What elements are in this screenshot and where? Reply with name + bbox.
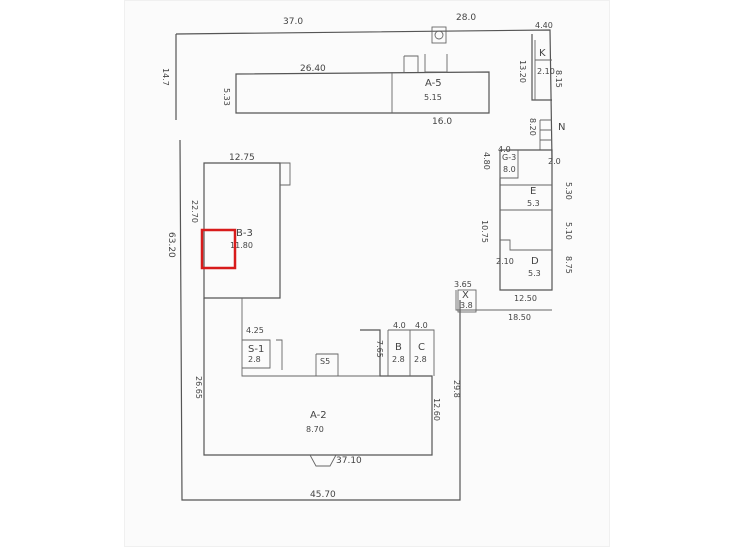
dim-r-small: 3.65	[454, 280, 472, 289]
dim-r-side-d: 8.75	[564, 256, 573, 274]
dim-mid-a: 4.0	[393, 321, 406, 330]
room-e-name: E	[530, 186, 536, 197]
corridor-inner	[241, 298, 380, 377]
dim-small-top: 4.25	[246, 326, 264, 335]
dim-right-small: 2.0	[548, 157, 561, 166]
room-n-name: N	[558, 122, 565, 133]
room-b-size: 2.8	[392, 355, 405, 364]
dim-r-bottom: 12.50	[514, 294, 537, 303]
a5-bump	[403, 54, 448, 73]
room-k-name: K	[539, 48, 546, 59]
dim-mid-side: 7.65	[375, 340, 384, 358]
g3-room	[499, 150, 519, 179]
top-fixture	[431, 26, 447, 44]
room-a2-name: A-2	[310, 410, 327, 421]
dim-r-base: 18.50	[508, 313, 531, 322]
outer-wall-top	[175, 29, 553, 161]
room-s1-size: 2.8	[248, 355, 261, 364]
room-x-name: X	[462, 290, 469, 301]
room-k-size: 2.10	[537, 67, 555, 76]
room-b-name: B	[395, 342, 402, 353]
room-d-size: 5.3	[528, 269, 541, 278]
dim-b3-height: 22.70	[190, 200, 199, 223]
room-x-size: 3.8	[460, 301, 473, 310]
dim-left-outer: 63.20	[166, 232, 176, 258]
b3-room	[203, 162, 281, 299]
dim-r-top-a: 4.80	[482, 152, 491, 170]
e-room	[500, 184, 552, 211]
dim-right-low: 29.8	[452, 380, 461, 398]
room-s1-name: S-1	[248, 344, 264, 355]
dim-block-left: 5.33	[222, 88, 231, 106]
room-e-size: 5.3	[527, 199, 540, 208]
sketch-paper	[124, 0, 610, 547]
dim-top-right: 28.0	[456, 13, 476, 23]
dim-block-bottom: 16.0	[432, 117, 452, 127]
stair-marks	[539, 119, 552, 150]
dim-r-side-a: 5.30	[564, 182, 573, 200]
toilets	[387, 329, 435, 376]
selection-box[interactable]	[200, 228, 237, 270]
top-fixture-circle	[434, 30, 444, 40]
right-cluster	[499, 149, 553, 291]
central-corridor	[203, 298, 433, 456]
dim-r-top-b: 4.0	[498, 145, 511, 154]
k-room	[534, 40, 552, 100]
outer-wall-left	[179, 139, 461, 501]
dim-left-low: 26.65	[194, 376, 203, 399]
s1-room	[242, 339, 283, 370]
wc-room	[315, 353, 339, 376]
a5-block	[235, 71, 490, 114]
dim-block-top: 26.40	[300, 64, 326, 74]
room-s5-name: S5	[320, 357, 330, 366]
room-a2-size: 8.70	[306, 425, 324, 434]
d-room	[500, 239, 552, 251]
room-b3-name: B-3	[236, 228, 253, 239]
room-d-name: D	[531, 256, 539, 267]
room-c-size: 2.8	[414, 355, 427, 364]
dim-top-left: 37.0	[283, 17, 303, 27]
room-g3-size: 8.0	[503, 165, 516, 174]
dim-bottom-outer: 45.70	[310, 490, 336, 500]
dim-r-side-c: 5.10	[564, 222, 573, 240]
bottom-link	[455, 290, 552, 311]
room-g3-name: G-3	[502, 153, 516, 162]
dim-right-outer: 13.20	[518, 60, 527, 83]
dim-corner: 4.40	[535, 21, 553, 30]
dim-b3-width: 12.75	[229, 153, 255, 163]
room-b3-size: 11.80	[230, 241, 253, 250]
room-210: 2.10	[496, 257, 514, 266]
dim-right-mid: 8.15	[554, 70, 563, 88]
room-c-name: C	[418, 342, 425, 353]
bottom-notch	[309, 454, 337, 467]
room-a5-name: A-5	[425, 78, 442, 89]
dim-r-side-b: 10.75	[480, 220, 489, 243]
dim-left-top: 14.7	[161, 68, 170, 86]
room-a5-size: 5.15	[424, 93, 442, 102]
dim-mid-right: 12.60	[432, 398, 441, 421]
b3-ledge	[280, 162, 291, 186]
right-strip	[531, 34, 552, 101]
dim-bottom-inner: 37.10	[336, 456, 362, 466]
dim-mid-b: 4.0	[415, 321, 428, 330]
dim-right-stair: 8.20	[528, 118, 537, 136]
small-room-x	[457, 289, 477, 313]
